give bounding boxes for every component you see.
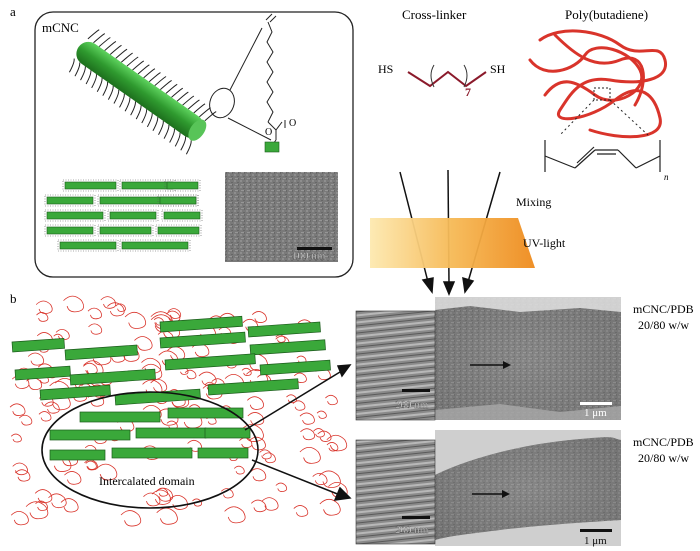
polymer-title: Poly(butadiene) — [565, 7, 648, 22]
top-sample-label: mCNC/PDB — [633, 302, 694, 316]
top-ratio-label: 20/80 w/w — [638, 318, 689, 332]
uv-label: UV-light — [523, 236, 566, 250]
mcnc-label: mCNC — [42, 20, 79, 35]
uv-light-band — [370, 218, 535, 268]
scale-label-bottom-inset: 200 nm — [395, 524, 429, 536]
repeat-brackets — [430, 64, 468, 88]
surface-square — [264, 141, 280, 153]
hs-group: HS — [378, 62, 393, 76]
mcnc-rod-illustration — [68, 29, 217, 155]
polymer-subscript: n — [664, 172, 669, 182]
layer-stack-schematic — [44, 179, 203, 252]
zoom-lines — [559, 99, 649, 136]
crosslinker-title: Cross-linker — [402, 7, 467, 22]
scale-label-top-main: 1 μm — [584, 407, 607, 419]
crosslinker-structure — [407, 70, 487, 88]
panel-a-letter: a — [10, 4, 16, 19]
intercalated-domain-label: Intercalated domain — [99, 474, 195, 488]
mixing-label: Mixing — [516, 195, 551, 209]
polybutadiene-repeat-unit — [544, 140, 661, 172]
callout-arrows — [244, 364, 352, 501]
zoom-box — [593, 87, 611, 101]
scale-label-top-inset: 200 nm — [395, 399, 429, 411]
nanocomposite-rods — [11, 315, 331, 461]
scale-label-a: 100 nm — [292, 250, 326, 262]
tem-image-a: 100 nm — [225, 172, 338, 262]
bottom-ratio-label: 20/80 w/w — [638, 451, 689, 465]
scale-label-bottom-main: 1 μm — [584, 535, 607, 547]
scale-bar-bottom-main — [580, 529, 612, 532]
panel-b-letter: b — [10, 291, 17, 306]
sh-group: SH — [490, 62, 506, 76]
zoom-callout — [209, 27, 272, 141]
oxygen-carbonyl: O — [289, 118, 296, 129]
tem-top-main: 1 μm — [435, 297, 621, 420]
repeat-count: 7 — [465, 85, 471, 99]
bottom-sample-label: mCNC/PDB — [633, 435, 694, 449]
tem-bottom-inset: 200 nm — [355, 439, 436, 545]
scale-bar-top-main — [580, 402, 612, 405]
oxygen-ester: O — [265, 127, 272, 138]
panel-a-box — [34, 11, 354, 278]
scale-bar-a — [297, 247, 332, 250]
intercalated-domain-ellipse — [41, 391, 259, 509]
scale-bar-bottom-inset — [402, 516, 430, 519]
tem-top-inset: 200 nm — [355, 310, 436, 421]
polymer-coil — [528, 29, 667, 139]
tem-bottom-main: 1 μm — [435, 430, 621, 547]
scale-bar-top-inset — [402, 389, 430, 392]
